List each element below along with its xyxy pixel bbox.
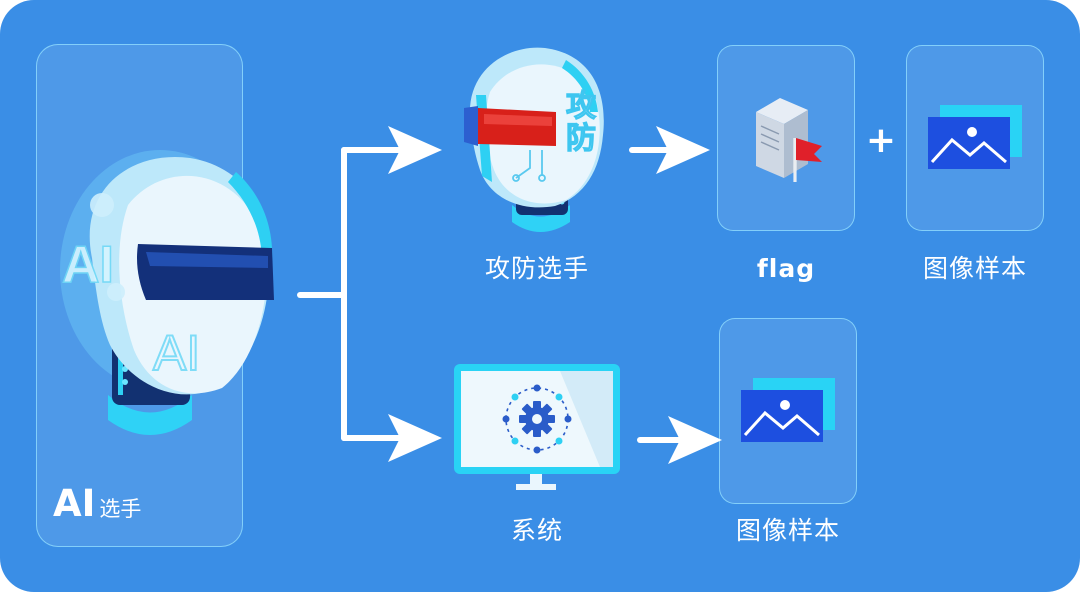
image-sample-label-top: 图像样本 <box>922 254 1027 283</box>
gear-icon <box>519 401 555 437</box>
system-label: 系统 <box>510 516 563 545</box>
gear-network-ring <box>502 384 572 454</box>
ai-helmet-side-text: AI <box>62 236 114 294</box>
image-icon-top <box>928 105 1022 169</box>
plus-sign: + <box>865 120 897 161</box>
ai-helmet-visor-text: AI <box>153 325 200 381</box>
attack-player-label: 攻防选手 <box>484 254 589 283</box>
attack-helmet-text-1: 攻 <box>566 89 597 124</box>
image-sample-label-bottom: 图像样本 <box>735 516 840 545</box>
image-icon-bottom <box>741 378 835 442</box>
attack-helmet-text-2: 防 <box>566 121 596 156</box>
ai-player-title-small: 选手 <box>99 497 142 521</box>
flag-label: flag <box>756 254 816 283</box>
ai-player-title-big: AI <box>53 482 96 525</box>
